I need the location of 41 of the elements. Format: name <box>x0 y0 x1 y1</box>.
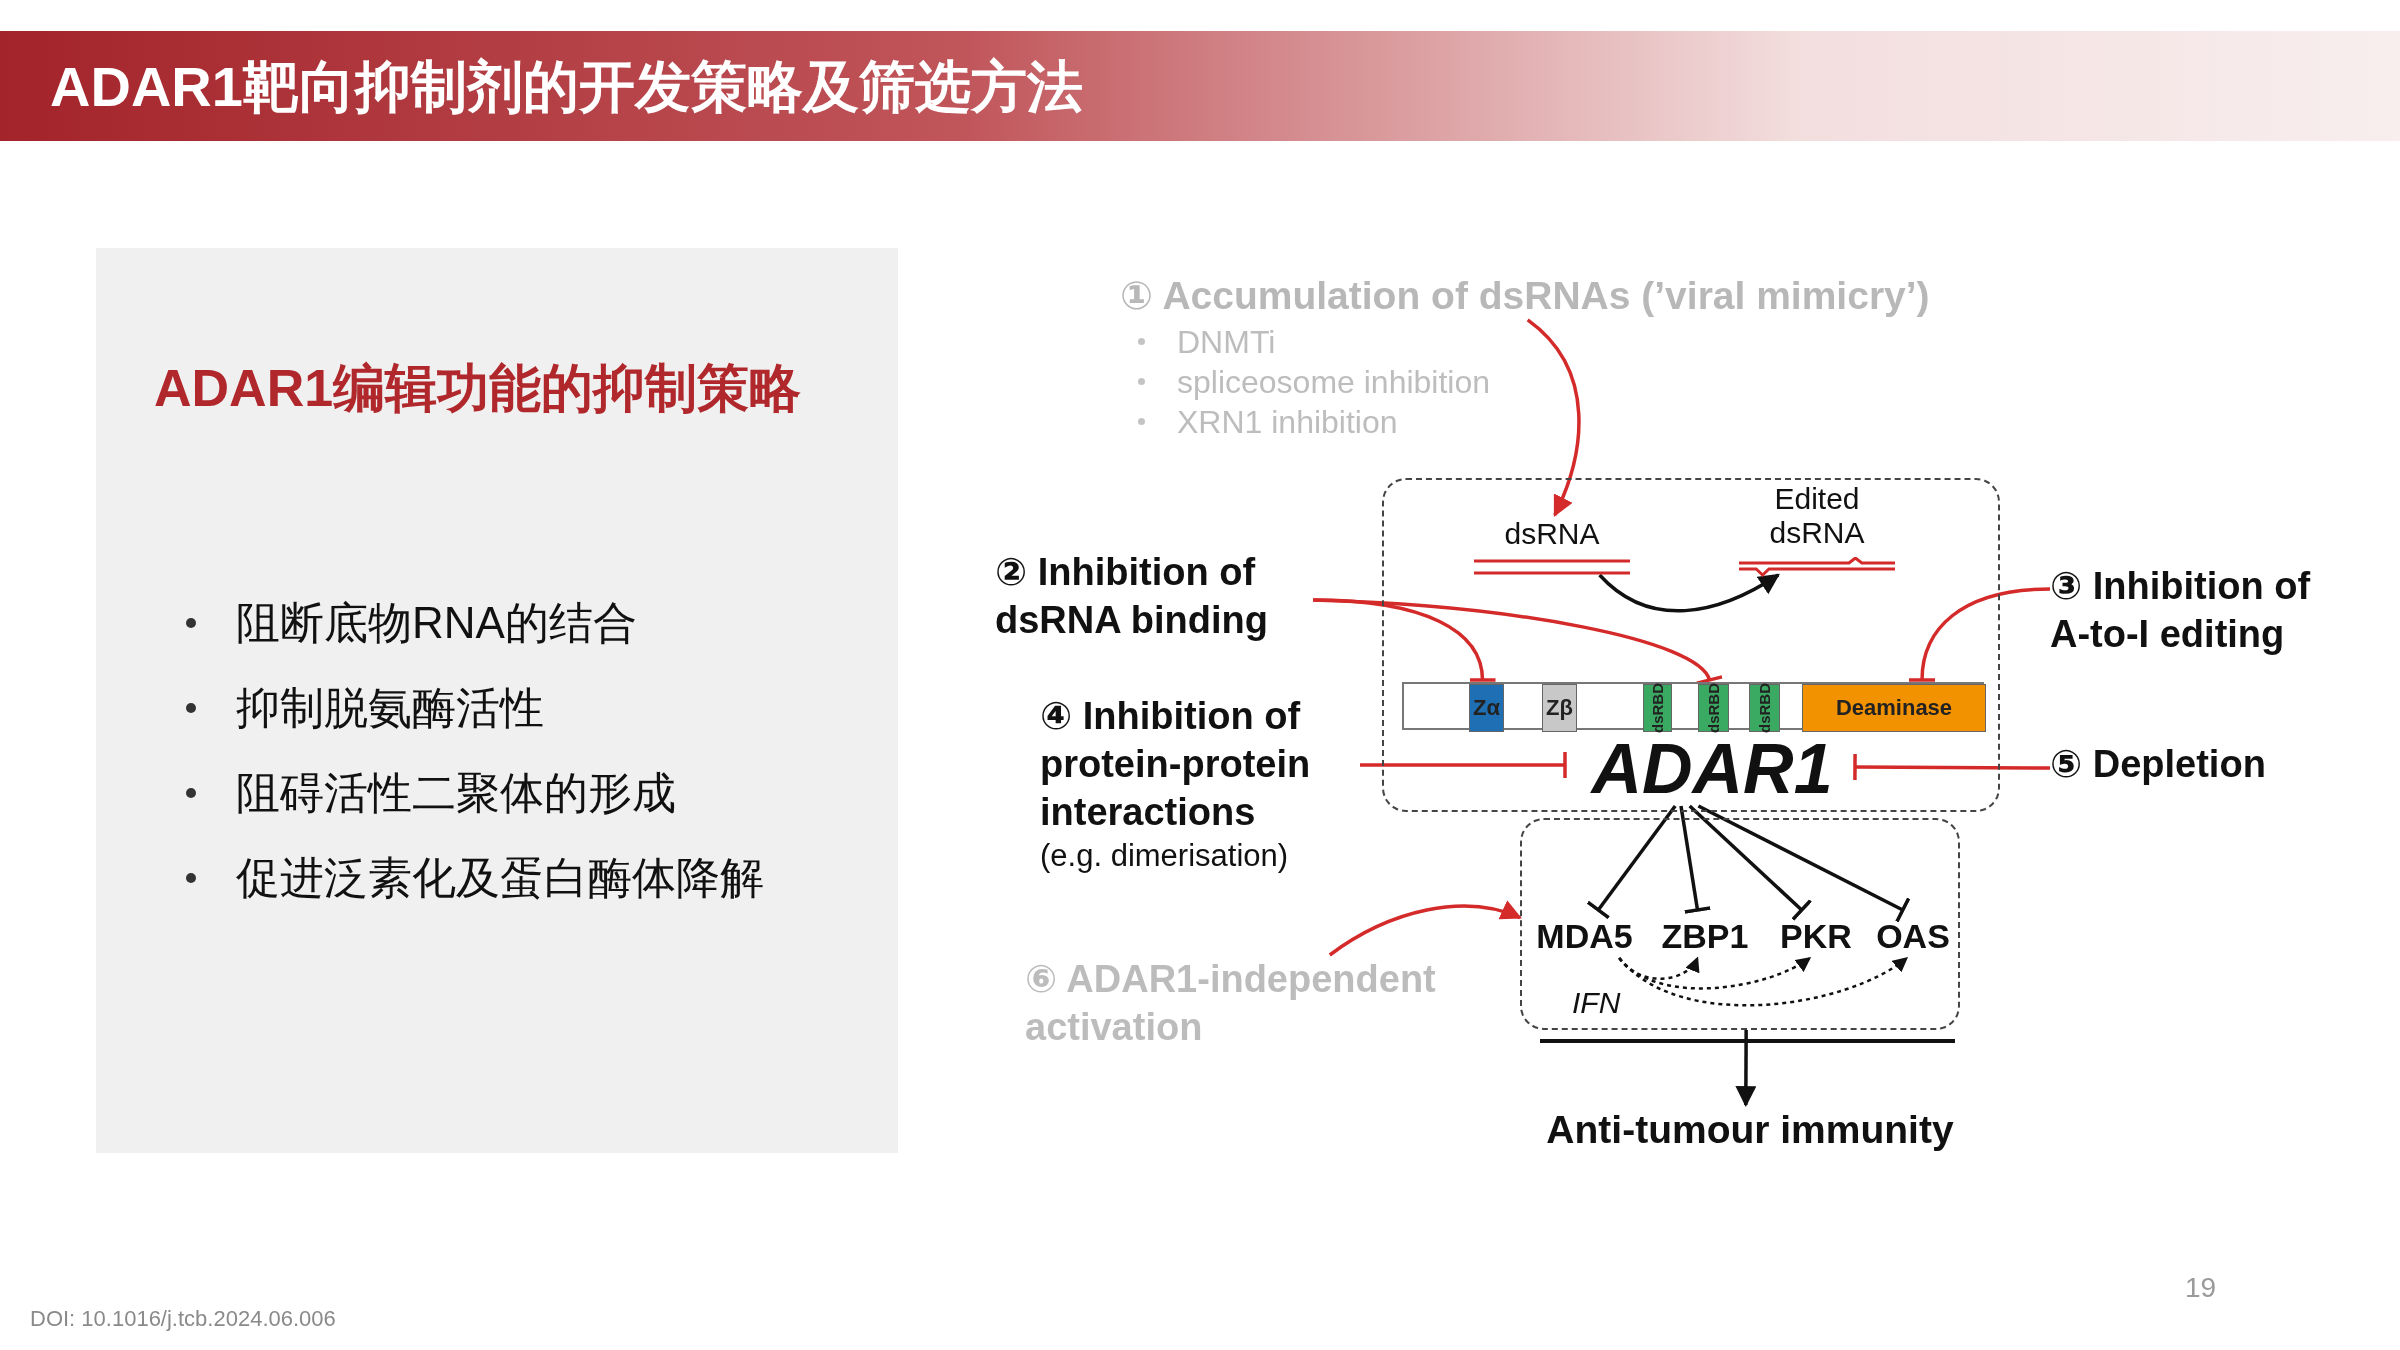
bullet-item: 阻碍活性二聚体的形成 <box>156 770 876 815</box>
gene-label: MDA5 <box>1532 912 1637 960</box>
bullet-item: XRN1 inhibition <box>1120 402 1720 442</box>
arrow <box>1735 1030 1757 1108</box>
strategy-label: ⑥ ADAR1-independent activation <box>1025 955 1505 1055</box>
panel-heading: ADAR1编辑功能的抑制策略 <box>154 358 802 418</box>
bullet-item: 阻断底物RNA的结合 <box>156 600 876 645</box>
protein-domain: Zβ <box>1542 684 1577 732</box>
strategy-label: ② Inhibition of dsRNA binding <box>995 548 1325 648</box>
pathway-label: IFN <box>1572 985 1621 1021</box>
bullet-item: 抑制脱氨酶活性 <box>156 685 876 730</box>
gene-label: OAS <box>1872 912 1954 960</box>
slide-title: ADAR1靶向抑制剂的开发策略及筛选方法 <box>50 55 1083 119</box>
panel-background <box>96 248 898 1153</box>
outcome-label: Anti-tumour immunity <box>1540 1105 1960 1155</box>
bullet-item: spliceosome inhibition <box>1120 362 1720 402</box>
strategy-label: ③ Inhibition of A-to-I editing <box>2050 562 2340 662</box>
strategy-label: ⑤ Depletion <box>2050 740 2310 796</box>
arrow <box>1598 573 1780 613</box>
note-text: (e.g. dimerisation) <box>1040 837 1290 875</box>
bullet-item: DNMTi <box>1120 322 1720 362</box>
dotted-arrow <box>1618 956 1909 1007</box>
step-heading: ① Accumulation of dsRNAs (’viral mimicry’) <box>1120 273 1930 319</box>
protein-domain: Zα <box>1469 684 1504 732</box>
gene-label: ZBP1 <box>1650 912 1760 960</box>
protein-domain: dsRBD <box>1698 684 1729 732</box>
molecule-label: dsRNA <box>1503 517 1601 551</box>
bullet-item: 促进泛素化及蛋白酶体降解 <box>156 855 876 900</box>
protein-domain: dsRBD <box>1643 684 1672 732</box>
doi-text: DOI: 10.1016/j.tcb.2024.06.006 <box>30 1306 336 1332</box>
molecule-label: Edited dsRNA <box>1768 482 1866 550</box>
gene-label: PKR <box>1775 912 1857 960</box>
arrow <box>1526 318 1581 517</box>
arrow <box>1328 901 1522 957</box>
protein-domain: Deaminase <box>1802 684 1986 732</box>
strategy-label: ④ Inhibition of protein-protein interactions <box>1040 694 1312 835</box>
dotted-arrow <box>1618 956 1699 980</box>
page-number: 19 <box>2185 1272 2217 1304</box>
protein-domain: dsRBD <box>1749 684 1780 732</box>
dashed-boundary <box>1520 818 1960 1030</box>
dashed-boundary <box>1382 478 2000 812</box>
